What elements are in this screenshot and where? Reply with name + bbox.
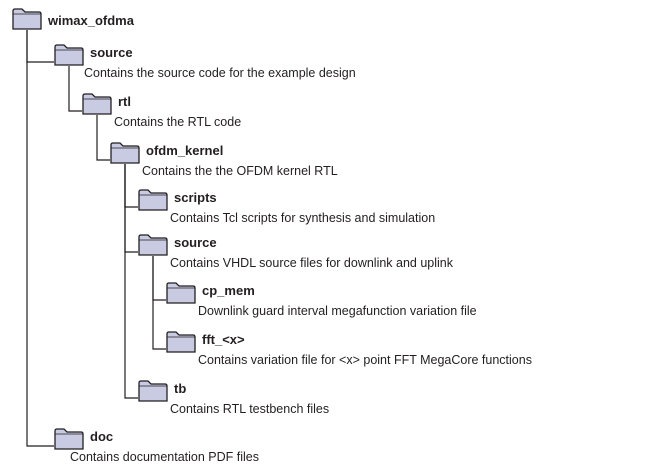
folder-name: source xyxy=(90,45,133,60)
folder-shape xyxy=(54,428,84,450)
folder-icon xyxy=(138,234,168,256)
folder-shape xyxy=(138,234,168,256)
connector-ofdm-kernel-to-tb xyxy=(124,164,138,399)
connector-wimax-ofdma-to-source xyxy=(26,30,54,63)
folder-icon xyxy=(12,8,42,30)
folder-shape xyxy=(138,380,168,402)
folder-name: tb xyxy=(174,381,187,396)
folder-shape xyxy=(12,8,42,30)
connector-rtl-to-ofdm-kernel xyxy=(96,115,110,161)
folder-description: Contains the RTL code xyxy=(114,115,242,129)
connector-ofdm-kernel-to-kernel-source xyxy=(124,164,138,253)
folder-icon xyxy=(166,282,196,304)
folder-icon xyxy=(110,142,140,164)
connector-kernel-source-to-fft-x xyxy=(152,256,166,350)
folder-name: rtl xyxy=(118,94,131,109)
folder-description: Downlink guard interval megafunction var… xyxy=(198,304,477,318)
folder-shape xyxy=(166,331,196,353)
folder-name: scripts xyxy=(174,190,217,205)
folder-icon xyxy=(166,331,196,353)
connector-kernel-source-to-cp-mem xyxy=(152,256,166,301)
folder-description: Contains Tcl scripts for synthesis and s… xyxy=(170,211,436,225)
folder-icon xyxy=(82,93,112,115)
folder-name: ofdm_kernel xyxy=(146,143,224,158)
connector-source-to-rtl xyxy=(68,66,82,112)
folder-description: Contains documentation PDF files xyxy=(70,450,259,464)
folder-description: Contains variation file for <x> point FF… xyxy=(198,353,532,367)
folder-name: fft_<x> xyxy=(202,332,245,347)
folder-name: doc xyxy=(90,429,114,444)
folder-name: wimax_ofdma xyxy=(48,13,134,28)
folder-icon xyxy=(54,428,84,450)
folder-description: Contains the the OFDM kernel RTL xyxy=(142,164,338,178)
folder-shape xyxy=(110,142,140,164)
folder-description: Contains the source code for the example… xyxy=(84,66,356,80)
folder-name: source xyxy=(174,235,217,250)
folder-icon xyxy=(54,44,84,66)
folder-shape xyxy=(138,189,168,211)
folder-shape xyxy=(82,93,112,115)
folder-icon xyxy=(138,380,168,402)
connector-wimax-ofdma-to-doc xyxy=(26,30,54,447)
folder-shape xyxy=(166,282,196,304)
folder-shape xyxy=(54,44,84,66)
connector-ofdm-kernel-to-scripts xyxy=(124,164,138,208)
folder-name: cp_mem xyxy=(202,283,255,298)
folder-description: Contains RTL testbench files xyxy=(170,402,330,416)
folder-icon xyxy=(138,189,168,211)
folder-description: Contains VHDL source files for downlink … xyxy=(170,256,454,270)
